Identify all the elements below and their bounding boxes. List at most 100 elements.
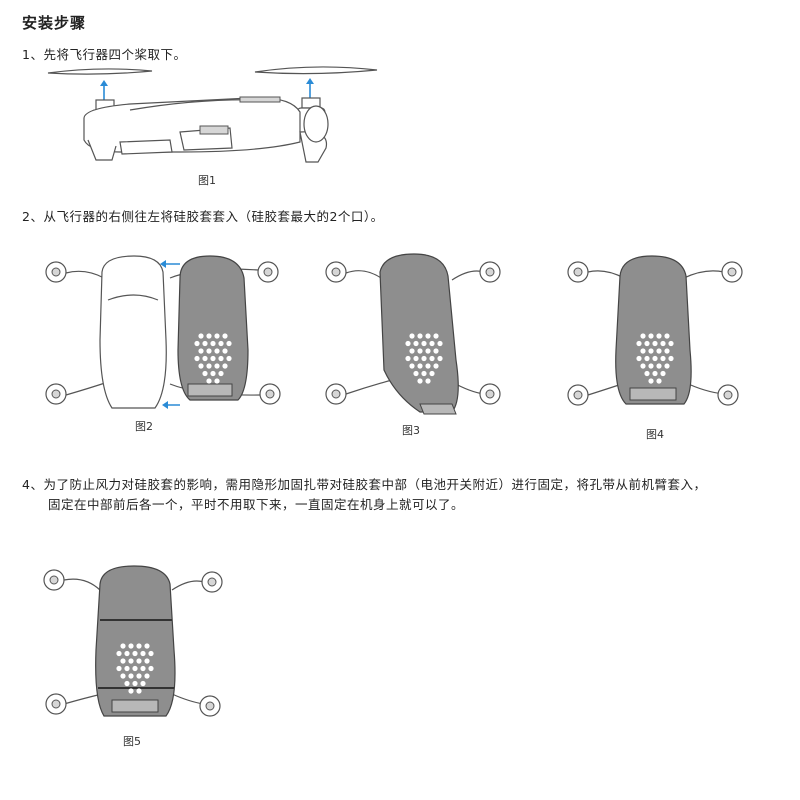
vent-hole [425, 333, 431, 339]
vent-hole [214, 348, 220, 354]
rotor-icon [201, 571, 223, 593]
vent-hole [648, 348, 654, 354]
vent-hole [417, 363, 423, 369]
vent-hole [198, 333, 204, 339]
vent-hole [417, 348, 423, 354]
vent-hole [120, 673, 126, 679]
vent-hole [429, 370, 435, 377]
vent-hole [409, 348, 415, 354]
rotor-icon [325, 383, 347, 405]
rotor-icon [717, 384, 739, 406]
vent-hole [206, 363, 212, 369]
vent-hole [656, 348, 662, 354]
vent-hole [140, 650, 146, 657]
rotor-icon [479, 261, 501, 283]
vent-hole [116, 665, 122, 672]
vent-hole [433, 348, 439, 354]
vent-hole [214, 363, 220, 369]
vent-hole [222, 333, 228, 339]
rotor-icon [45, 261, 67, 283]
vent-hole [194, 355, 200, 362]
vent-hole [417, 378, 423, 384]
vent-hole [405, 355, 411, 362]
vent-hole [132, 665, 138, 672]
vent-hole [425, 363, 431, 369]
vent-hole [194, 340, 200, 347]
rotor-icon [259, 383, 281, 405]
vent-hole [128, 658, 134, 664]
rotor-icon [199, 695, 221, 717]
vent-hole [202, 355, 208, 362]
vent-hole [425, 348, 431, 354]
vent-hole [222, 348, 228, 354]
step-4-text-line1: 4、为了防止风力对硅胶套的影响，需用隐形加固扎带对硅胶套中部（电池开关附近）进行… [22, 477, 707, 492]
vent-hole [120, 658, 126, 664]
vent-hole [148, 665, 154, 672]
vent-hole [652, 370, 658, 377]
vent-hole [640, 333, 646, 339]
vent-hole [429, 355, 435, 362]
vent-hole [124, 650, 130, 657]
vent-hole [433, 363, 439, 369]
vent-hole [140, 665, 146, 672]
rotor-icon [45, 383, 67, 405]
vent-hole [210, 370, 216, 377]
vent-hole [226, 355, 232, 362]
vent-hole [218, 370, 224, 377]
vent-hole [644, 340, 650, 347]
vent-hole [210, 355, 216, 362]
vent-hole [148, 650, 154, 657]
vent-hole [648, 363, 654, 369]
rotor-icon [479, 383, 501, 405]
figure-2-caption: 图2 [135, 420, 153, 433]
vent-hole [660, 355, 666, 362]
vent-hole [437, 340, 443, 347]
vent-hole [652, 355, 658, 362]
page-title: 安装步骤 [22, 14, 87, 32]
vent-hole [124, 665, 130, 672]
vent-hole [206, 348, 212, 354]
vent-hole [136, 643, 142, 649]
vent-hole [636, 355, 642, 362]
vent-hole [140, 680, 146, 687]
vent-hole [128, 688, 134, 694]
vent-hole [206, 333, 212, 339]
vent-hole [144, 673, 150, 679]
vent-hole [132, 680, 138, 687]
vent-hole [648, 378, 654, 384]
vent-hole [656, 363, 662, 369]
vent-hole [206, 378, 212, 384]
vent-hole [668, 340, 674, 347]
vent-hole [222, 363, 228, 369]
propeller-right-icon [254, 66, 378, 98]
vent-hole [214, 378, 220, 384]
step-4-text-line2: 固定在中部前后各一个，平时不用取下来，一直固定在机身上就可以了。 [48, 497, 465, 512]
vent-hole [218, 355, 224, 362]
vent-hole [409, 363, 415, 369]
vent-hole [636, 340, 642, 347]
vent-hole [660, 340, 666, 347]
figure-3-caption: 图3 [402, 424, 420, 437]
rotor-icon [257, 261, 279, 283]
vent-hole [144, 643, 150, 649]
vent-hole [417, 333, 423, 339]
vent-hole [652, 340, 658, 347]
vent-hole [405, 340, 411, 347]
vent-hole [644, 355, 650, 362]
vent-hole [656, 333, 662, 339]
rotor-icon [43, 569, 65, 591]
vent-hole [198, 363, 204, 369]
vent-hole [132, 650, 138, 657]
vent-hole [668, 355, 674, 362]
vent-hole [128, 643, 134, 649]
vent-hole [202, 340, 208, 347]
vent-hole [640, 363, 646, 369]
figure-1-caption: 图1 [198, 174, 216, 187]
vent-hole [409, 333, 415, 339]
vent-hole [136, 658, 142, 664]
